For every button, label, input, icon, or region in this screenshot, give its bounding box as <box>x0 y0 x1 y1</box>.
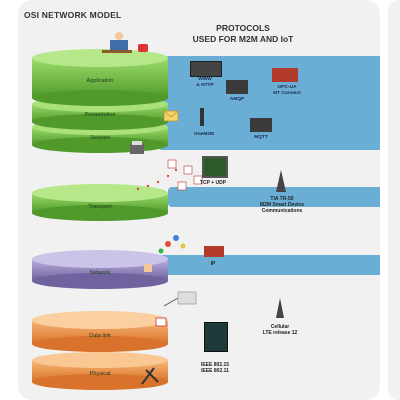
pointer-hand-icon <box>144 264 152 272</box>
mqtt-icon <box>250 118 272 132</box>
network-cable-icon <box>155 291 197 327</box>
opcua-line1: OPC-UA <box>277 85 297 90</box>
osi-layer-stack: Application Presentation Session Transpo… <box>32 32 203 390</box>
person-at-desk-icon <box>102 32 132 53</box>
transport-protocol-band <box>168 187 380 207</box>
amqp-label: AMQP <box>229 97 245 102</box>
ieee-line2: IEEE 802.11 <box>201 368 229 374</box>
www-http-line1: WWW <box>198 77 212 82</box>
datalink-layer-disc <box>32 311 168 352</box>
tia-line3: Communications <box>261 208 303 214</box>
documents-icon <box>167 159 203 191</box>
label-physical: Physical <box>90 371 110 377</box>
printer-icon <box>130 141 144 154</box>
label-datalink: Data link <box>89 333 111 339</box>
cellular-tower-icon <box>276 298 284 318</box>
mqtt-label: MQTT <box>254 135 268 140</box>
tools-icon <box>141 367 159 385</box>
ieee-line1: IEEE 802.15 <box>200 362 230 368</box>
envelope-icon <box>163 110 179 122</box>
protocols-title: PROTOCOLS USED FOR M2M AND IoT <box>168 23 318 45</box>
opcua-line2: MT Connect <box>273 90 301 96</box>
label-presentation: Presentation <box>85 112 116 118</box>
application-layer-disc <box>32 49 168 106</box>
label-session: Session <box>90 135 110 141</box>
www-http-icon <box>190 61 222 77</box>
tia-line2: M2M Smart Device <box>259 202 305 208</box>
cellular-line2: LTE release 12 <box>262 330 298 336</box>
tia-label: TIA TR-50 M2M Smart Device Communication… <box>234 196 330 214</box>
ieee-label: IEEE 802.15 IEEE 802.11 <box>184 362 246 374</box>
network-connector-dots <box>158 235 186 254</box>
transport-layer-disc <box>32 184 168 221</box>
tower-icon <box>276 170 286 192</box>
tia-line1: TIA TR-50 <box>270 196 294 202</box>
alarm-icon <box>138 44 148 52</box>
factory-icon <box>272 68 298 82</box>
physical-layer-disc <box>32 352 168 390</box>
network-layer-disc <box>32 250 168 289</box>
device-icon <box>204 322 228 352</box>
ip-label: IP <box>210 261 216 267</box>
adjacent-card-edge <box>388 0 400 400</box>
protocols-title-line2: USED FOR M2M AND IoT <box>192 34 294 44</box>
cellular-line1: Cellular <box>270 324 290 330</box>
tcp-udp-label: TCP + UDP <box>199 180 227 186</box>
label-application: Application <box>87 78 114 84</box>
onem2m-label: OneM2M <box>194 132 214 137</box>
protocols-title-line1: PROTOCOLS <box>216 23 270 33</box>
diagram-title: OSI NETWORK MODEL <box>24 10 122 20</box>
amqp-icon <box>226 80 248 94</box>
network-protocol-band <box>158 255 380 275</box>
label-network: Network <box>90 270 110 276</box>
www-http-label: WWW & HTTP <box>184 77 226 88</box>
label-transport: Transport <box>88 204 112 210</box>
antenna-icon <box>200 108 204 126</box>
ip-factory-icon <box>204 246 224 257</box>
monitor-icon <box>202 156 228 178</box>
cellular-label: Cellular LTE release 12 <box>244 324 316 336</box>
diagram-card: OSI NETWORK MODEL PROTOCOLS USED FOR M2M… <box>18 0 380 400</box>
transport-connector-dots <box>136 168 178 191</box>
opcua-label: OPC-UA MT Connect <box>264 85 310 96</box>
www-http-line2: & HTTP <box>196 82 214 88</box>
